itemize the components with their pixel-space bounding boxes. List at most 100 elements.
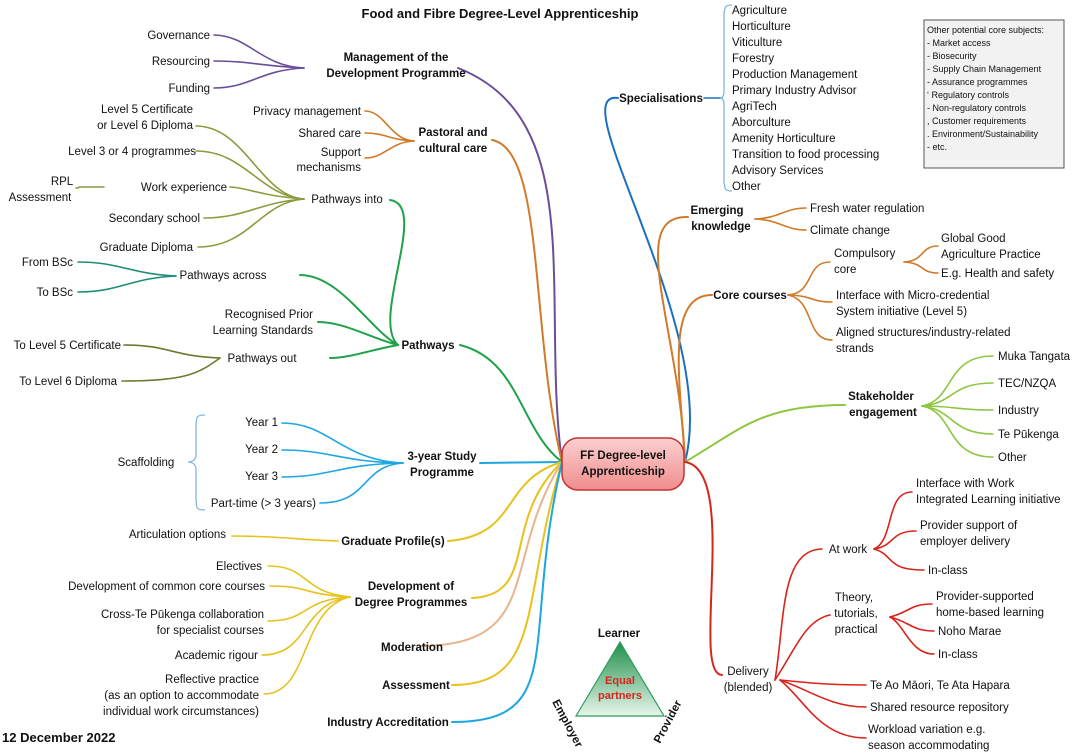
pathways-into-item[interactable]: Level 5 Certificate <box>101 104 193 116</box>
development-item[interactable]: Development of common core courses <box>68 581 265 593</box>
delivery-label-line1[interactable]: Delivery <box>727 666 769 678</box>
specialisation-item[interactable]: Transition to food processing <box>732 149 879 161</box>
specialisations-label[interactable]: Specialisations <box>619 93 703 105</box>
pastoral-item[interactable]: mechanisms <box>296 162 361 174</box>
study-year[interactable]: Part-time (> 3 years) <box>211 498 316 510</box>
accreditation-label[interactable]: Industry Accreditation <box>327 717 449 729</box>
pathways-out-item[interactable]: To Level 6 Diploma <box>19 376 117 388</box>
atwork-item[interactable]: In-class <box>928 565 968 577</box>
rpl-standards[interactable]: Recognised Prior <box>225 309 313 321</box>
management-item[interactable]: Governance <box>147 30 210 42</box>
stakeholder-item[interactable]: Te Pūkenga <box>998 429 1059 441</box>
management-label-line1[interactable]: Management of the <box>344 52 449 64</box>
pathways-into-item[interactable]: or Level 6 Diploma <box>97 120 193 132</box>
scaffolding-label[interactable]: Scaffolding <box>118 457 175 469</box>
stakeholder-item[interactable]: Muka Tangata <box>998 351 1071 363</box>
specialisation-item[interactable]: Production Management <box>732 69 858 81</box>
management-item[interactable]: Funding <box>168 83 210 95</box>
emerging-label-line1[interactable]: Emerging <box>690 205 743 217</box>
development-label-line1[interactable]: Development of <box>368 581 454 593</box>
theory-label[interactable]: Theory, <box>835 592 873 604</box>
delivery-item[interactable]: season accommodating <box>868 740 989 752</box>
emerging-item[interactable]: Climate change <box>810 225 890 237</box>
moderation-label[interactable]: Moderation <box>381 642 443 654</box>
pathways-across-item[interactable]: From BSc <box>22 257 73 269</box>
delivery-item[interactable]: Workload variation e.g. <box>868 724 985 736</box>
pathways-out-item[interactable]: To Level 5 Certificate <box>14 340 121 352</box>
graduate-label[interactable]: Graduate Profile(s) <box>341 536 445 548</box>
development-item[interactable]: (as an option to accommodate <box>104 690 259 702</box>
specialisation-item[interactable]: Forestry <box>732 53 774 65</box>
theory-item[interactable]: In-class <box>938 649 978 661</box>
pastoral-item[interactable]: Privacy management <box>253 106 362 118</box>
pastoral-item[interactable]: Shared care <box>298 128 361 140</box>
specialisation-item[interactable]: Agriculture <box>732 5 787 17</box>
specialisation-item[interactable]: Aborculture <box>732 117 791 129</box>
specialisation-item[interactable]: Viticulture <box>732 37 782 49</box>
specialisation-item[interactable]: Advisory Services <box>732 165 824 177</box>
stakeholder-label-line2[interactable]: engagement <box>849 407 917 419</box>
pastoral-item[interactable]: Support <box>321 147 362 159</box>
specialisation-item[interactable]: Other <box>732 181 761 193</box>
stakeholder-item[interactable]: TEC/NZQA <box>998 378 1056 390</box>
study-year[interactable]: Year 2 <box>245 444 278 456</box>
development-label-line2[interactable]: Degree Programmes <box>355 597 468 609</box>
theory-label[interactable]: tutorials, <box>834 608 877 620</box>
study-year[interactable]: Year 1 <box>245 417 278 429</box>
emerging-label-line2[interactable]: knowledge <box>691 221 750 233</box>
development-item[interactable]: Electives <box>216 561 262 573</box>
development-item[interactable]: for specialist courses <box>157 625 265 637</box>
theory-item[interactable]: Provider-supported <box>936 591 1034 603</box>
rpl-label[interactable]: RPL <box>51 176 74 188</box>
stakeholder-item[interactable]: Other <box>998 452 1027 464</box>
specialisation-item[interactable]: Horticulture <box>732 21 791 33</box>
study-year[interactable]: Year 3 <box>245 471 278 483</box>
management-item[interactable]: Resourcing <box>152 56 210 68</box>
pathways-label[interactable]: Pathways <box>401 340 454 352</box>
pathways-into-item[interactable]: Graduate Diploma <box>100 242 194 254</box>
development-item[interactable]: Reflective practice <box>165 674 259 686</box>
development-item[interactable]: Cross-Te Pūkenga collaboration <box>101 609 264 621</box>
pathways-across-item[interactable]: To BSc <box>37 287 74 299</box>
core-aligned[interactable]: strands <box>836 343 874 355</box>
specialisation-item[interactable]: Primary Industry Advisor <box>732 85 857 97</box>
study-label-line2[interactable]: Programme <box>410 467 474 479</box>
pathways-across-label[interactable]: Pathways across <box>180 270 267 282</box>
study-label-line1[interactable]: 3-year Study <box>407 451 477 463</box>
management-label-line2[interactable]: Development Programme <box>326 68 465 80</box>
assessment-label[interactable]: Assessment <box>382 680 450 692</box>
core-compulsory-item[interactable]: Global Good <box>941 233 1006 245</box>
core-label[interactable]: Core courses <box>713 290 787 302</box>
development-item[interactable]: Academic rigour <box>175 650 258 662</box>
stakeholder-label-line1[interactable]: Stakeholder <box>848 391 914 403</box>
rpl-standards[interactable]: Learning Standards <box>213 325 314 337</box>
specialisation-item[interactable]: Amenity Horticulture <box>732 133 836 145</box>
center-node[interactable]: FF Degree-level Apprenticeship <box>561 437 685 491</box>
rpl-label[interactable]: Assessment <box>9 192 72 204</box>
core-interface[interactable]: System initiative (Level 5) <box>836 306 967 318</box>
atwork-item[interactable]: Interface with Work <box>916 478 1014 490</box>
core-interface[interactable]: Interface with Micro-credential <box>836 290 989 302</box>
core-compulsory[interactable]: core <box>834 264 856 276</box>
pathways-into-label[interactable]: Pathways into <box>311 194 383 206</box>
pathways-out-label[interactable]: Pathways out <box>227 353 297 365</box>
atwork-item[interactable]: Provider support of <box>920 520 1018 532</box>
delivery-item[interactable]: Te Ao Māori, Te Ata Hapara <box>870 680 1010 692</box>
theory-item[interactable]: home-based learning <box>936 607 1044 619</box>
theory-label[interactable]: practical <box>835 624 878 636</box>
pastoral-label-line2[interactable]: cultural care <box>419 143 487 155</box>
specialisation-item[interactable]: AgriTech <box>732 101 777 113</box>
atwork-item[interactable]: Integrated Learning initiative <box>916 494 1061 506</box>
core-compulsory[interactable]: Compulsory <box>834 248 896 260</box>
atwork-label[interactable]: At work <box>829 544 868 556</box>
pastoral-label-line1[interactable]: Pastoral and <box>418 127 487 139</box>
pathways-into-item[interactable]: Work experience <box>141 182 227 194</box>
core-compulsory-item[interactable]: Agriculture Practice <box>941 249 1041 261</box>
pathways-into-item[interactable]: Level 3 or 4 programmes <box>68 146 196 158</box>
core-aligned[interactable]: Aligned structures/industry-related <box>836 327 1011 339</box>
core-compulsory-item[interactable]: E.g. Health and safety <box>941 268 1054 280</box>
theory-item[interactable]: Noho Marae <box>938 626 1001 638</box>
delivery-label-line2[interactable]: (blended) <box>724 682 773 694</box>
emerging-item[interactable]: Fresh water regulation <box>810 203 924 215</box>
graduate-item[interactable]: Articulation options <box>129 529 226 541</box>
